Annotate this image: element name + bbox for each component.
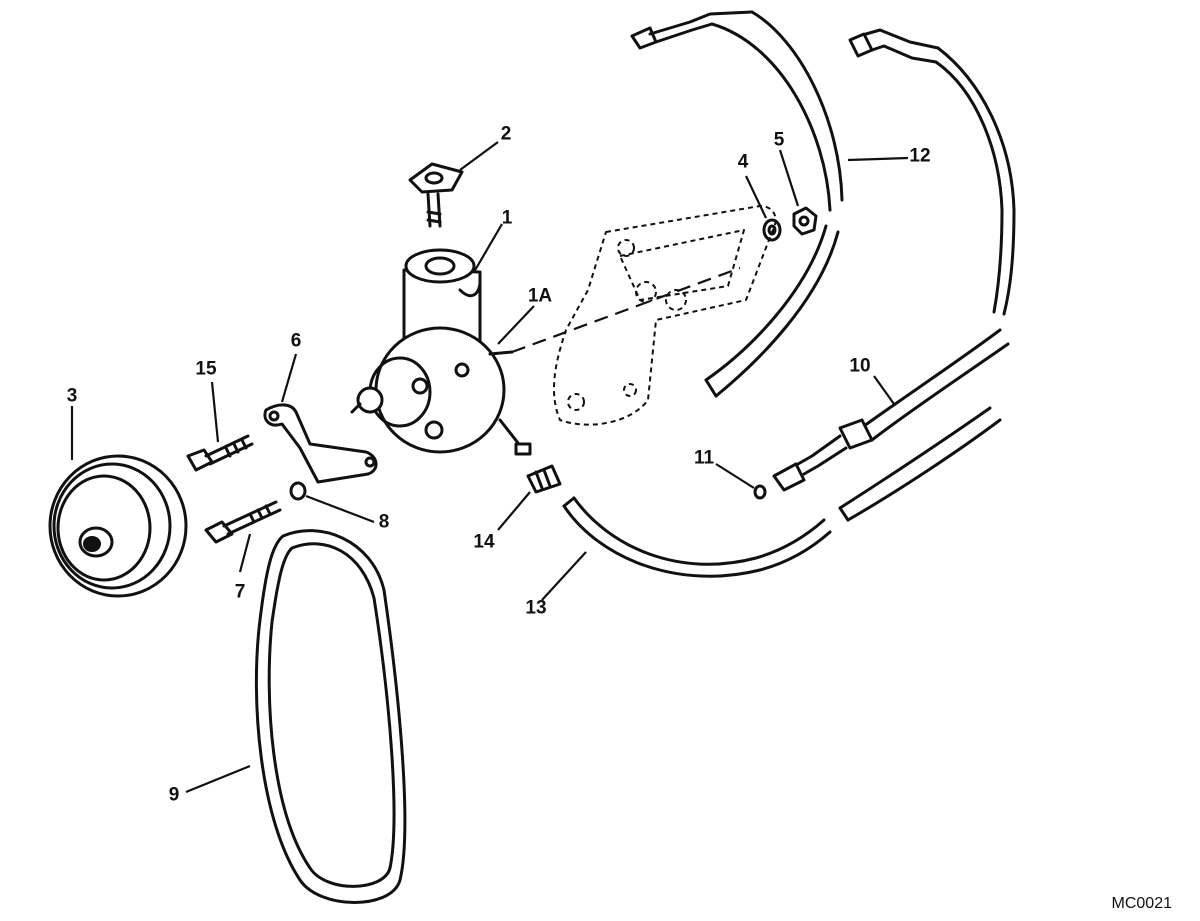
callout-7: 7 bbox=[234, 581, 246, 603]
callout-14: 14 bbox=[473, 531, 495, 553]
drive-belt bbox=[254, 529, 407, 904]
leader-lines bbox=[70, 141, 909, 794]
bolt-upper bbox=[186, 434, 254, 472]
callout-5: 5 bbox=[773, 129, 785, 151]
drawing-code: MC0021 bbox=[1111, 895, 1172, 912]
flat-washer bbox=[762, 218, 782, 242]
callout-12: 12 bbox=[909, 145, 931, 167]
callout-2: 2 bbox=[500, 123, 512, 145]
callout-11: 11 bbox=[693, 447, 715, 469]
cooler-hose bbox=[562, 496, 832, 578]
power-steering-pump bbox=[350, 248, 532, 456]
callout-13: 13 bbox=[525, 597, 547, 619]
callout-9: 9 bbox=[168, 784, 180, 806]
callout-6: 6 bbox=[290, 330, 302, 352]
callout-1: 1 bbox=[501, 207, 513, 229]
callout-10: 10 bbox=[849, 355, 871, 377]
o-ring bbox=[753, 484, 767, 500]
brace bbox=[263, 403, 378, 484]
callout-8: 8 bbox=[378, 511, 390, 533]
nut bbox=[792, 206, 818, 236]
callout-15: 15 bbox=[195, 358, 217, 380]
callout-4: 4 bbox=[737, 151, 749, 173]
hose-fitting bbox=[526, 464, 562, 494]
washer bbox=[289, 481, 307, 501]
pressure-hose bbox=[630, 10, 1016, 398]
callout-3: 3 bbox=[66, 385, 78, 407]
callout-1a: 1A bbox=[527, 285, 553, 307]
pulley bbox=[48, 454, 188, 598]
return-hose bbox=[772, 328, 1010, 522]
bolt-lower bbox=[204, 500, 282, 544]
filler-cap bbox=[408, 162, 464, 228]
mounting-bracket bbox=[511, 205, 777, 426]
